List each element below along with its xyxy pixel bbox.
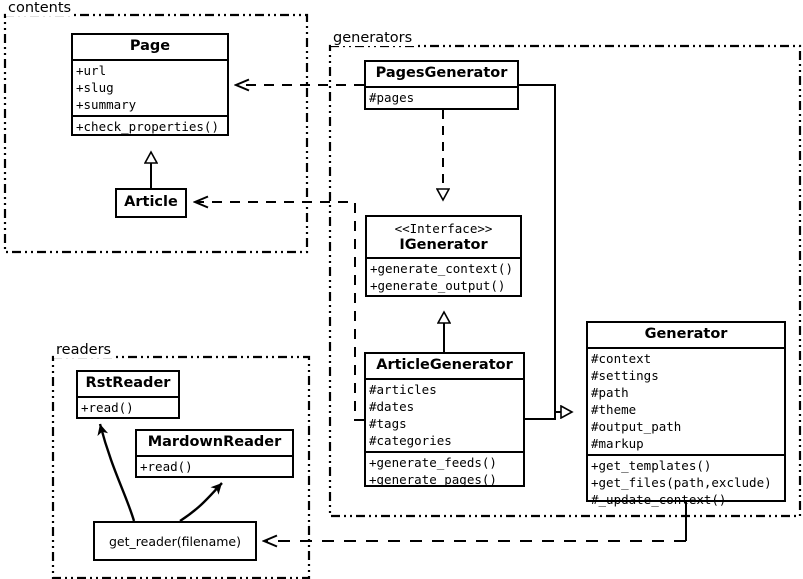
- class-operations-article-generator: +generate_feeds() +generate_pages(): [366, 450, 523, 490]
- class-name-igenerator: <<Interface>> IGenerator: [367, 217, 520, 257]
- operation-row: #_update_context(): [591, 491, 727, 507]
- relation-get-reader-returns-rstreader: [97, 423, 136, 522]
- relation-get-reader-returns-mardownreader: [179, 482, 223, 523]
- class-name-generator: Generator: [644, 326, 728, 342]
- class-box-rst-reader[interactable]: RstReader +read(): [76, 370, 180, 419]
- attribute-row: #dates: [369, 398, 415, 414]
- class-box-igenerator[interactable]: <<Interface>> IGenerator +generate_conte…: [365, 215, 522, 297]
- attribute-row: #output_path: [591, 418, 682, 434]
- attribute-row: #tags: [369, 415, 407, 431]
- attribute-row: #markup: [591, 435, 644, 451]
- class-name-article: Article: [124, 194, 178, 210]
- operation-row: +get_templates(): [591, 457, 712, 473]
- operation-row: +check_properties(): [76, 118, 219, 134]
- function-box-label: get_reader(filename): [109, 533, 241, 549]
- operation-row: +read(): [81, 399, 134, 415]
- class-operations-igenerator: +generate_context() +generate_output(): [367, 257, 520, 296]
- relation-pagesgenerator-inherits-generator: [519, 84, 572, 412]
- class-attributes-pages-generator: #pages: [366, 85, 517, 108]
- class-attributes-page: +url +slug +summary: [73, 58, 227, 115]
- class-name-rst-reader: RstReader: [85, 375, 171, 391]
- class-name-pages-generator: PagesGenerator: [375, 65, 508, 81]
- attribute-row: +url: [76, 62, 107, 78]
- attribute-row: #categories: [369, 432, 452, 448]
- class-box-article[interactable]: Article: [115, 188, 187, 218]
- class-name-mardown-reader: MardownReader: [147, 434, 282, 450]
- class-operations-page: +check_properties(): [73, 114, 227, 137]
- operation-row: +read(): [140, 458, 193, 474]
- attribute-row: +summary: [76, 96, 137, 112]
- class-box-article-generator[interactable]: ArticleGenerator #articles #dates #tags …: [364, 352, 525, 487]
- class-box-page[interactable]: Page +url +slug +summary +check_properti…: [71, 33, 229, 136]
- attribute-row: #articles: [369, 381, 437, 397]
- operation-row: +generate_context(): [370, 261, 513, 277]
- relation-articlegenerator-inherits-generator: [525, 412, 556, 420]
- class-operations-generator: +get_templates() +get_files(path,exclude…: [588, 453, 784, 510]
- class-box-mardown-reader[interactable]: MardownReader +read(): [135, 429, 294, 478]
- class-box-generator[interactable]: Generator #context #settings #path #them…: [586, 321, 786, 507]
- class-stereotype-igenerator: <<Interface>>: [394, 221, 493, 236]
- package-label-contents: contents: [6, 0, 74, 16]
- attribute-row: #theme: [591, 401, 637, 417]
- class-box-pages-generator[interactable]: PagesGenerator #pages: [364, 60, 519, 110]
- relation-articlegenerator-depends-article: [195, 202, 364, 421]
- attribute-row: #path: [591, 384, 629, 400]
- operation-row: +generate_output(): [370, 278, 506, 294]
- class-operations-rst-reader: +read(): [78, 395, 178, 418]
- class-name-page: Page: [129, 38, 171, 54]
- class-name-article-generator: ArticleGenerator: [376, 357, 513, 373]
- operation-row: +generate_pages(): [369, 471, 497, 487]
- class-attributes-article-generator: #articles #dates #tags #categories: [366, 377, 523, 451]
- operation-row: +get_files(path,exclude): [591, 474, 772, 490]
- package-label-generators: generators: [331, 30, 415, 46]
- class-operations-mardown-reader: +read(): [137, 454, 292, 477]
- operation-row: +generate_feeds(): [369, 454, 497, 470]
- attribute-row: #settings: [591, 367, 659, 383]
- attribute-row: +slug: [76, 79, 114, 95]
- function-box-get-reader[interactable]: get_reader(filename): [93, 521, 257, 561]
- attribute-row: #pages: [369, 89, 415, 105]
- attribute-row: #context: [591, 350, 652, 366]
- class-name-text-igenerator: IGenerator: [399, 236, 488, 253]
- class-attributes-generator: #context #settings #path #theme #output_…: [588, 346, 784, 454]
- package-label-readers: readers: [54, 342, 114, 358]
